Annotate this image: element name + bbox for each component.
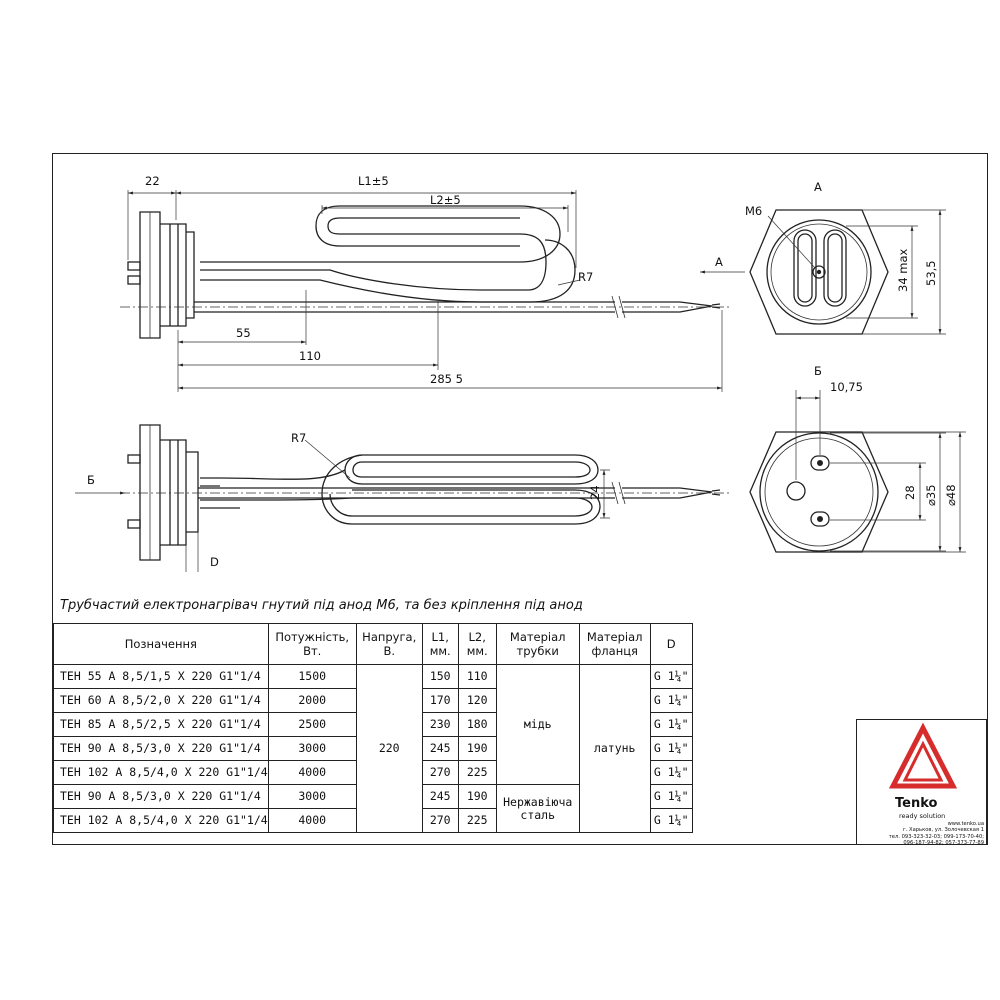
- dim-24: 24: [588, 485, 602, 500]
- table-header-row: Позначення Потужність,Вт. Напруга,В. L1,…: [53, 623, 693, 665]
- view-b-arrow: Б: [87, 473, 95, 487]
- view-b-d35: ⌀35: [924, 484, 938, 506]
- dim-22: 22: [145, 174, 160, 188]
- header-power: Потужність,Вт.: [267, 623, 357, 665]
- triangle-outer: [888, 722, 958, 789]
- view-a-title: A: [814, 180, 822, 194]
- side-view-top: 22 L1±5 L2±5 R7 A 55 110 285 5: [120, 174, 745, 392]
- tenko-triangle-logo: [888, 722, 958, 789]
- side-view-bottom: R7 24 Б D: [75, 424, 730, 572]
- label-d: D: [210, 555, 219, 569]
- view-b-10-75: 10,75: [830, 380, 863, 394]
- view-b-d48: ⌀48: [944, 484, 958, 506]
- header-voltage: Напруга,В.: [355, 623, 423, 665]
- dim-r7-top: R7: [578, 270, 593, 284]
- view-b-28: 28: [903, 485, 917, 500]
- dim-55: 55: [236, 326, 251, 340]
- dim-r7-bottom: R7: [291, 431, 306, 445]
- company-logo-block: Tenko ready solution www.tenko.ua г. Хар…: [856, 719, 987, 846]
- logo-brand: Tenko: [895, 796, 938, 811]
- flange-brass-cell: латунь: [578, 664, 651, 833]
- table-row: ТЕН 102 А 8,5/4,0 Х 220 G1"1/4 4000 270 …: [53, 808, 693, 833]
- view-a-34max: 34 max: [896, 248, 910, 292]
- header-d: D: [649, 623, 693, 665]
- dim-l1: L1±5: [358, 174, 389, 188]
- table-row: ТЕН 90 А 8,5/3,0 Х 220 G1"1/4 3000 245 1…: [53, 784, 693, 833]
- header-l1: L1,мм.: [421, 623, 459, 665]
- view-a: A M6 34 max 53,5: [745, 180, 946, 335]
- table-row: ТЕН 85 А 8,5/2,5 Х 220 G1"1/4 2500 230 1…: [53, 712, 693, 737]
- dim-110: 110: [299, 349, 321, 363]
- table-row: ТЕН 55 А 8,5/1,5 Х 220 G1"1/4 1500 220 1…: [53, 664, 693, 833]
- dim-l2: L2±5: [430, 193, 461, 207]
- view-a-arrow: A: [715, 255, 723, 269]
- view-b-title: Б: [814, 364, 822, 378]
- drawing-frame: [52, 153, 988, 845]
- triangle-inner: [902, 740, 944, 782]
- header-name: Позначення: [53, 623, 269, 665]
- drawing-caption: Трубчастий електронагрівач гнутий під ан…: [60, 598, 583, 613]
- table-row: ТЕН 60 А 8,5/2,0 Х 220 G1"1/4 2000 170 1…: [53, 688, 693, 713]
- logo-tagline: ready solution: [899, 812, 946, 820]
- view-a-53-5: 53,5: [924, 260, 938, 286]
- dim-285: 285 5: [430, 372, 463, 386]
- header-l2: L2,мм.: [457, 623, 497, 665]
- view-a-m6: M6: [745, 204, 762, 218]
- table-row: ТЕН 90 А 8,5/3,0 Х 220 G1"1/4 3000 245 1…: [53, 736, 693, 761]
- voltage-cell: 220: [355, 664, 423, 833]
- tube-copper-cell: мідь: [495, 664, 580, 785]
- spec-table: Позначення Потужність,Вт. Напруга,В. L1,…: [53, 623, 693, 833]
- view-b: Б 10,75 28 ⌀35 ⌀48: [749, 364, 966, 553]
- logo-contacts: www.tenko.ua г. Харьков, ул. Золочевская…: [888, 821, 984, 846]
